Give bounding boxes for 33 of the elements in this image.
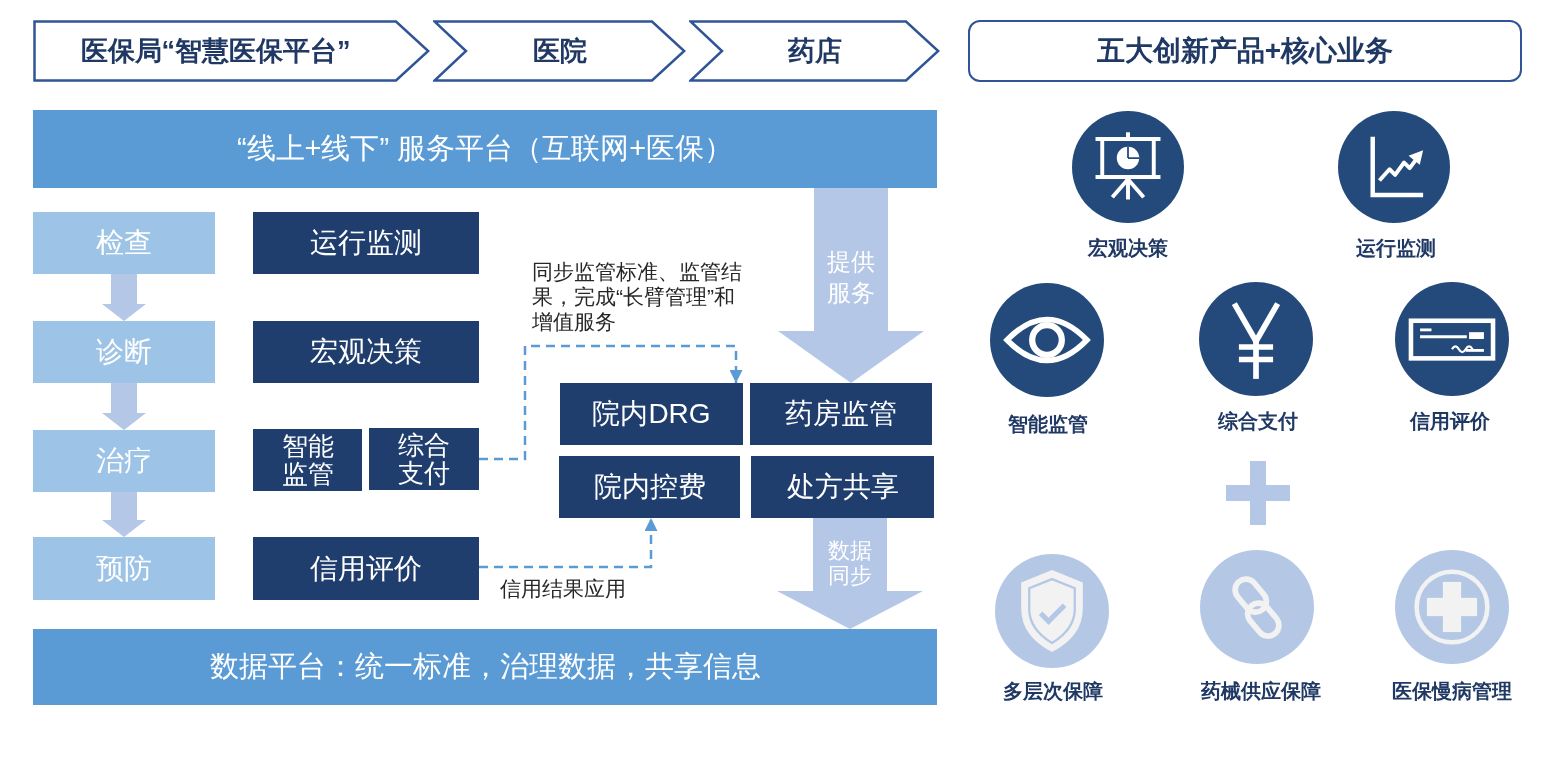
icon-caption: 医保慢病管理 — [1392, 679, 1512, 703]
platform-band: “线上+线下” 服务平台（互联网+医保） — [33, 110, 937, 188]
icon-caption: 多层次保障 — [1003, 679, 1103, 703]
function-box: 运行监测 — [253, 212, 479, 274]
stage-box: 诊断 — [33, 321, 215, 383]
function-box: 智能监管 — [253, 429, 362, 491]
icon-caption: 信用评价 — [1410, 409, 1490, 433]
process-step: 医保局“智慧医保平台” — [33, 20, 430, 82]
function-box: 院内控费 — [559, 456, 740, 518]
stage-box: 检查 — [33, 212, 215, 274]
icon-caption: 综合支付 — [1218, 409, 1298, 433]
icon-caption: 药械供应保障 — [1201, 679, 1321, 703]
platform-band: 数据平台：统一标准，治理数据，共享信息 — [33, 629, 937, 705]
process-step: 药店 — [689, 20, 940, 82]
header-box: 五大创新产品+核心业务 — [968, 20, 1522, 82]
function-box: 院内DRG — [560, 383, 743, 445]
process-step: 医院 — [433, 20, 686, 82]
function-box: 处方共享 — [751, 456, 934, 518]
block-arrow — [102, 274, 146, 321]
stage-box: 治疗 — [33, 430, 215, 492]
edge-label: 信用结果应用 — [500, 576, 626, 602]
function-box: 药房监管 — [750, 383, 932, 445]
function-box: 宏观决策 — [253, 321, 479, 383]
icon-caption: 智能监管 — [1008, 412, 1088, 436]
stage-box: 预防 — [33, 537, 215, 600]
dashed-arrow — [479, 518, 658, 569]
block-arrow — [102, 492, 146, 537]
function-box: 信用评价 — [253, 537, 479, 600]
icon-caption: 宏观决策 — [1088, 236, 1168, 260]
function-box: 综合支付 — [369, 428, 479, 490]
block-arrow — [102, 383, 146, 430]
dashed-arrow — [479, 344, 743, 461]
icon-caption: 运行监测 — [1356, 236, 1436, 260]
